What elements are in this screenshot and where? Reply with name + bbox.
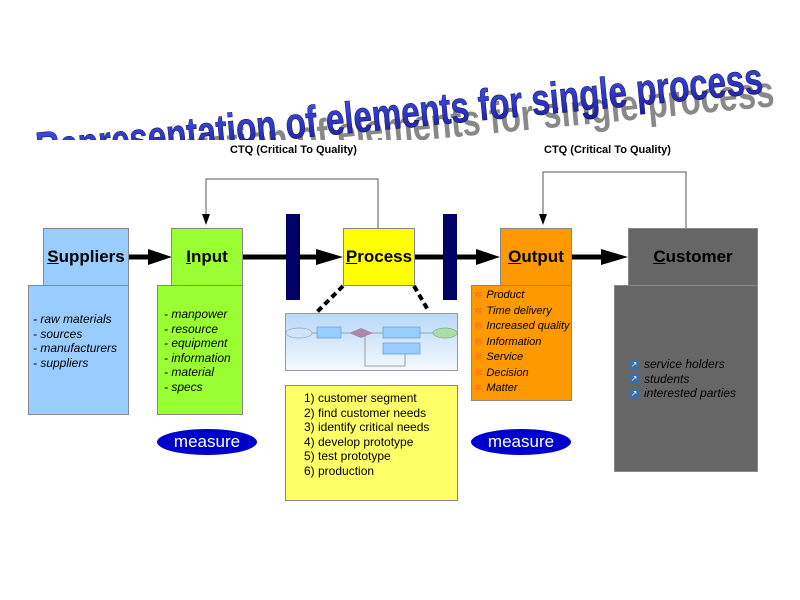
ctq-feedback-arrowhead-2 <box>539 214 547 225</box>
stage-separator-bar-2 <box>443 214 457 300</box>
ctq-feedback-line-2 <box>542 171 687 228</box>
star-bullet-icon: ✲ <box>474 383 483 394</box>
zoom-line-left <box>314 284 345 315</box>
process-initial: P <box>345 247 358 266</box>
process-step: 4) develop prototype <box>304 434 414 449</box>
arrow-bullet-icon: ↗ <box>629 374 639 385</box>
input-item: - specs <box>164 379 203 394</box>
input-label: nput <box>190 247 228 266</box>
output-item: ✲Increased quality <box>474 320 570 332</box>
process-label: rocess <box>357 247 413 266</box>
star-bullet-icon: ✲ <box>474 305 483 317</box>
arrow-bullet-icon: ↗ <box>629 388 639 399</box>
thumbnail-frame <box>285 313 458 371</box>
suppliers-item: - sources <box>33 326 83 341</box>
flow-arrowhead-output <box>476 249 500 265</box>
input-item: - material <box>164 365 215 379</box>
suppliers-details: - raw materials - sources - manufacturer… <box>28 285 129 415</box>
customer-details: ↗service holders ↗students ↗interested p… <box>614 285 758 472</box>
ctq-label-process: CTQ (Critical To Quality) <box>230 144 357 156</box>
arrow-bullet-icon: ↗ <box>629 359 639 370</box>
process-flowchart-thumbnail <box>285 313 458 371</box>
output-item: ✲Product <box>474 289 525 301</box>
suppliers-item: - raw materials <box>33 312 112 326</box>
output-item: ✲Time delivery <box>474 304 552 317</box>
output-item: ✲Information <box>474 335 542 348</box>
customer-initial: C <box>653 247 666 266</box>
process-steps-box: 1) customer segment 2) find customer nee… <box>285 385 458 501</box>
process-step: 1) customer segment <box>304 391 417 405</box>
flowchart-end-node <box>432 327 458 339</box>
suppliers-item: - manufacturers <box>33 341 118 355</box>
diagram-title: Representation of elements for single pr… <box>33 54 776 140</box>
process-step: 6) production <box>304 463 375 478</box>
customer-item: ↗interested parties <box>629 386 737 400</box>
flow-arrowhead-input <box>148 249 172 265</box>
flow-arrowhead-customer <box>601 249 628 265</box>
flowchart-step-node <box>382 342 421 355</box>
suppliers-label: uppliers <box>58 247 125 266</box>
output-item: ✲Matter <box>474 382 518 394</box>
process-step: 2) find customer needs <box>304 405 427 420</box>
customer-item: ↗service holders <box>629 357 725 371</box>
input-details: - manpower - resource - equipment - info… <box>157 285 243 415</box>
flowchart-step-node <box>382 326 421 339</box>
input-item: - resource <box>164 321 219 336</box>
output-label: utput <box>521 247 564 266</box>
star-bullet-icon: ✲ <box>474 336 483 348</box>
input-item: - equipment <box>164 336 228 350</box>
process-step: 3) identify critical needs <box>304 420 430 434</box>
measure-ellipse-output: measure <box>471 429 571 455</box>
stage-separator-bar-1 <box>286 214 300 300</box>
output-details: ✲Product ✲Time delivery ✲Increased quali… <box>471 285 572 401</box>
input-initial: I <box>186 247 191 266</box>
ctq-feedback-arrowhead-1 <box>202 214 210 225</box>
flowchart-decision-node <box>349 328 373 338</box>
flowchart-start-node <box>285 327 313 339</box>
star-bullet-icon: ✲ <box>474 367 483 379</box>
output-item: ✲Decision <box>474 366 529 379</box>
star-bullet-icon: ✲ <box>474 321 483 332</box>
output-item: ✲Service <box>474 351 524 363</box>
suppliers-item: - suppliers <box>33 355 89 370</box>
process-step: 5) test prototype <box>304 449 391 463</box>
flow-arrowhead-process <box>316 249 343 265</box>
star-bullet-icon: ✲ <box>474 352 483 363</box>
input-item: - information <box>164 350 231 365</box>
output-initial: O <box>508 247 522 266</box>
ctq-feedback-line-1 <box>205 178 379 228</box>
customer-item: ↗students <box>629 371 690 386</box>
zoom-line-right <box>412 284 430 312</box>
customer-label: ustomer <box>665 247 733 266</box>
star-bullet-icon: ✲ <box>474 290 483 301</box>
ctq-label-customer: CTQ (Critical To Quality) <box>544 144 671 156</box>
suppliers-initial: S <box>47 247 59 266</box>
flowchart-step-node <box>316 326 342 339</box>
input-item: - manpower <box>164 307 228 321</box>
measure-ellipse-input: measure <box>157 429 257 455</box>
